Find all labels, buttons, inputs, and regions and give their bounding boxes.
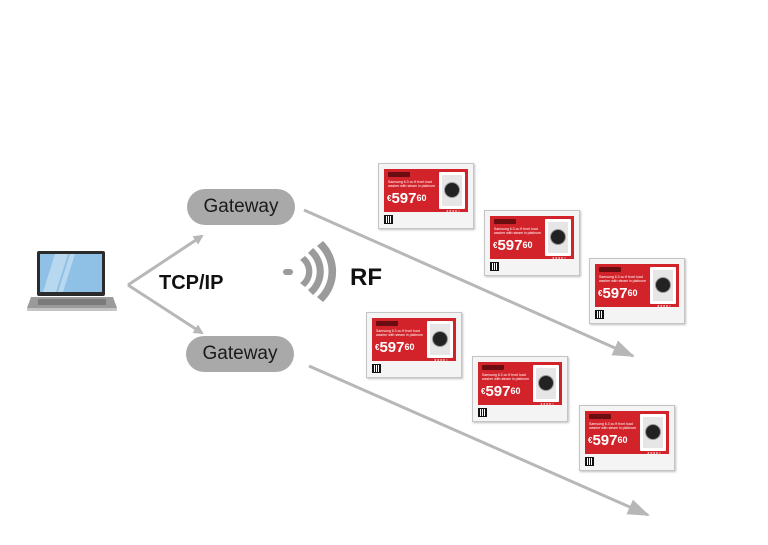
tcpip-link-top: [127, 234, 204, 287]
esl-tag: Samsung 6.3 cu ft front load washer with…: [378, 163, 474, 229]
rf-signal-icon: [283, 241, 337, 302]
rf-label: RF: [350, 264, 382, 291]
esl-tag: Samsung 6.3 cu ft front load washer with…: [366, 312, 462, 378]
esl-tag: Samsung 6.3 cu ft front load washer with…: [579, 405, 675, 471]
laptop-icon: [27, 251, 117, 311]
tcpip-label: TCP/IP: [159, 272, 224, 294]
esl-tag: Samsung 6.3 cu ft front load washer with…: [472, 356, 568, 422]
gateway-top: Gateway: [187, 189, 295, 225]
esl-tag: Samsung 6.3 cu ft front load washer with…: [484, 210, 580, 276]
rf-arrow-bottom: [308, 364, 650, 517]
tcpip-link-bottom: [127, 283, 204, 335]
esl-tag: Samsung 6.3 cu ft front load washer with…: [589, 258, 685, 324]
rf-arrow-top: [303, 208, 635, 358]
gateway-bottom: Gateway: [186, 336, 294, 372]
